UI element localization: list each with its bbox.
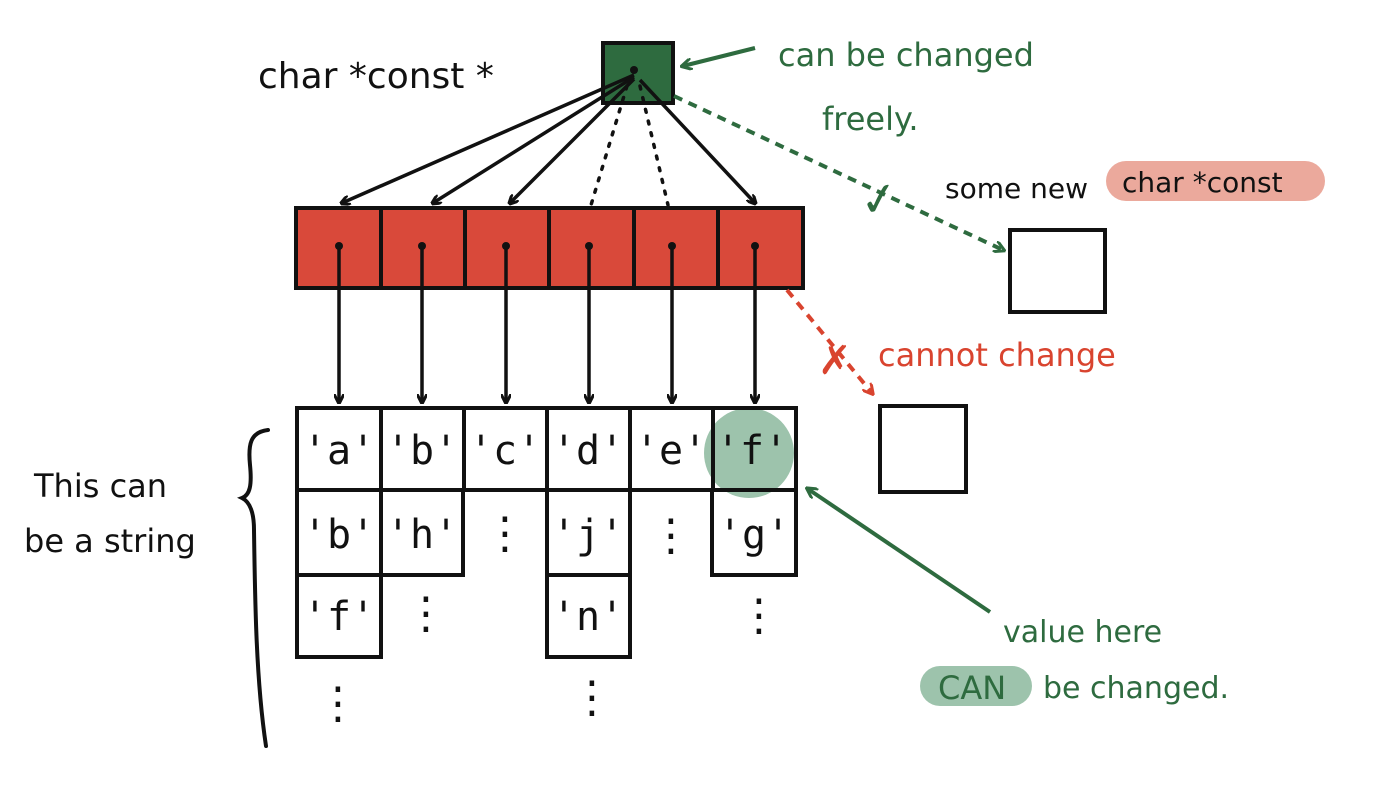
char-cell: 'a' [303, 428, 375, 474]
f-highlight [704, 408, 794, 498]
char-cell: 'c' [469, 428, 541, 474]
char-cell: 'e' [635, 428, 707, 474]
check-mark: ✓ [856, 170, 902, 229]
ellipsis-mark: ⋮ [404, 588, 448, 639]
char-cell: 'b' [303, 512, 375, 558]
arrow-to-cell-6 [638, 78, 755, 203]
char-cell: 'b' [386, 428, 458, 474]
dotted-to-cell-5 [638, 84, 670, 207]
char-cell: 'f' [303, 594, 375, 640]
string-note-line2: be a string [24, 522, 196, 560]
char-grid-row1: 'a' 'b' 'c' 'd' 'e' 'f' [303, 428, 788, 474]
char-cell: 'h' [386, 512, 458, 558]
string-note-line1: This can [33, 467, 167, 505]
arrow-to-cell-2 [433, 75, 635, 203]
value-note-can: CAN [938, 669, 1006, 707]
cross-mark: ✗ [818, 338, 852, 384]
array-to-char-arrows [339, 246, 755, 402]
char-cell: 'n' [552, 594, 624, 640]
value-note-line1: value here [1003, 615, 1162, 650]
ellipsis-mark: ⋮ [570, 672, 614, 723]
array-cell-dots [335, 242, 759, 250]
cannot-change-arrow [785, 288, 872, 393]
fixed-target-box [878, 404, 968, 494]
arrow-to-cell-1 [342, 73, 635, 203]
pointer-box-dot [630, 66, 638, 74]
ellipsis-mark: ⋮ [483, 508, 527, 559]
ellipsis-mark: ⋮ [737, 590, 781, 641]
cannot-change-label: cannot change [878, 336, 1116, 374]
continuation-dots: ⋮ ⋮ ⋮ ⋮ ⋮ ⋮ [316, 508, 781, 729]
new-target-type-highlight [1106, 161, 1325, 201]
char-grid-row2: 'b' 'h' 'j' 'g' [303, 512, 790, 558]
char-cell: 'f' [716, 428, 788, 474]
ellipsis-mark: ⋮ [316, 678, 360, 729]
char-cell: 'g' [718, 512, 790, 558]
pointer-box [601, 41, 675, 105]
pointer-arrows [342, 73, 755, 207]
char-grid-row3: 'f' 'n' [303, 594, 624, 640]
string-brace [237, 428, 270, 748]
arrow-to-cell-3 [510, 77, 636, 203]
char-cell: 'j' [552, 512, 624, 558]
pointer-note-line2: freely. [822, 100, 919, 138]
char-grid [295, 406, 798, 659]
dotted-to-cell-4 [589, 84, 629, 207]
new-target-box [1008, 228, 1107, 314]
new-target-prefix: some new [945, 172, 1088, 205]
pointer-type-label: char *const * [258, 56, 494, 97]
pointer-note-line1: can be changed [778, 36, 1034, 74]
ellipsis-mark: ⋮ [649, 510, 693, 561]
pointer-array [294, 206, 805, 290]
value-note-arrow [808, 489, 992, 614]
can-highlight [920, 666, 1032, 706]
char-cell: 'd' [552, 428, 624, 474]
note-arrow-green [683, 46, 756, 66]
new-target-type: char *const [1122, 166, 1283, 199]
value-note-rest: be changed. [1043, 671, 1229, 706]
new-target-arrow [673, 94, 1003, 250]
